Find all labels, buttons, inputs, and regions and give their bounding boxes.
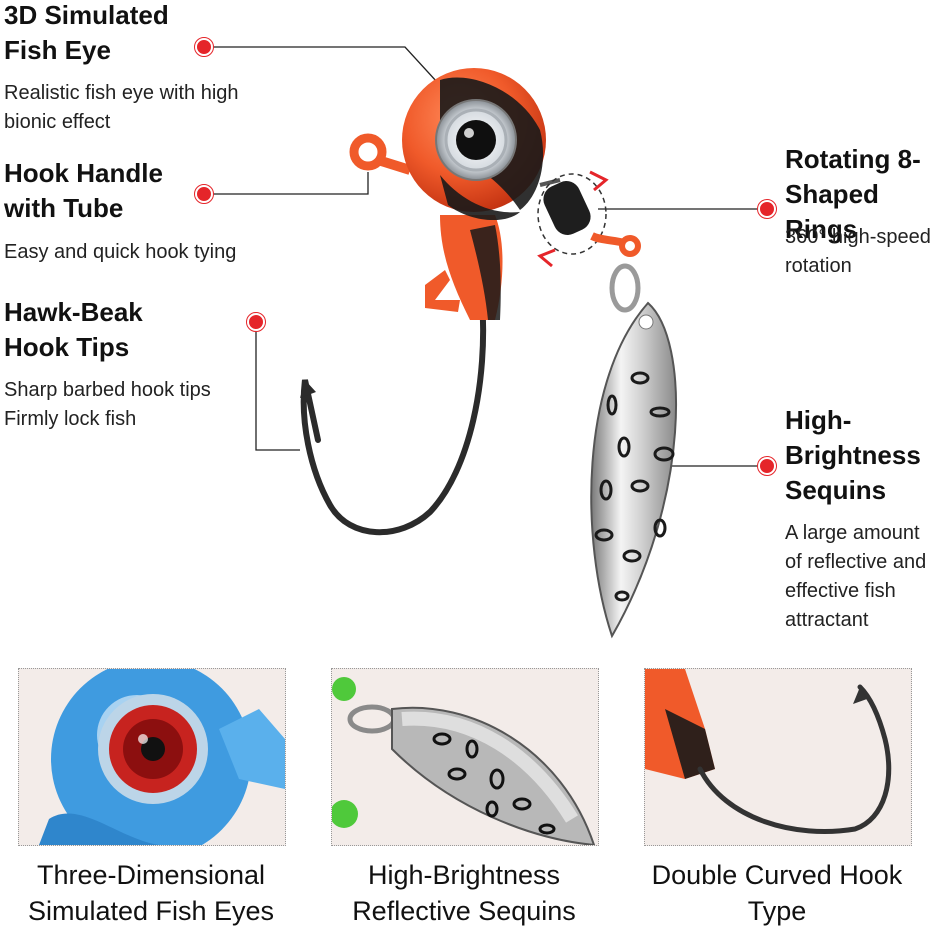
caption-sequins: High-Brightness Reflective Sequins — [352, 860, 576, 926]
thumbnail-fish-eye — [18, 668, 286, 846]
blue-jig-eye-closeup — [19, 669, 285, 845]
hook — [300, 297, 487, 536]
feature-title-hook-tips: Hawk-Beak Hook Tips — [4, 297, 143, 362]
feature-desc-hook-handle: Easy and quick hook tying — [4, 241, 237, 263]
callout-markers — [194, 37, 777, 476]
spoon-sequin-closeup — [332, 669, 598, 845]
callout-lines — [204, 46, 767, 467]
feature-desc-fish-eye: Realistic fish eye with high bionic effe… — [4, 82, 239, 133]
feature-title-sequins: High- Brightness Sequins — [785, 405, 921, 505]
thumbnail-sequins — [331, 668, 599, 846]
feature-desc-hook-tips: Sharp barbed hook tips Firmly lock fish — [4, 379, 211, 430]
feature-desc-rotating-rings: 360° high-speed rotation — [785, 226, 931, 277]
feature-title-hook-handle: Hook Handle with Tube — [4, 158, 163, 223]
curved-hook-closeup — [645, 669, 911, 845]
thumbnail-hook — [644, 668, 912, 846]
caption-hook-type: Double Curved Hook Type — [651, 860, 903, 926]
feature-title-fish-eye: 3D Simulated Fish Eye — [4, 0, 169, 65]
feature-desc-sequins: A large amount of reflective and effecti… — [785, 522, 927, 631]
caption-fish-eyes: Three-Dimensional Simulated Fish Eyes — [27, 860, 275, 926]
jig-head-lure-illustration — [194, 37, 777, 639]
feature-title-rotating-rings: Rotating 8- Shaped Rings — [785, 144, 921, 244]
